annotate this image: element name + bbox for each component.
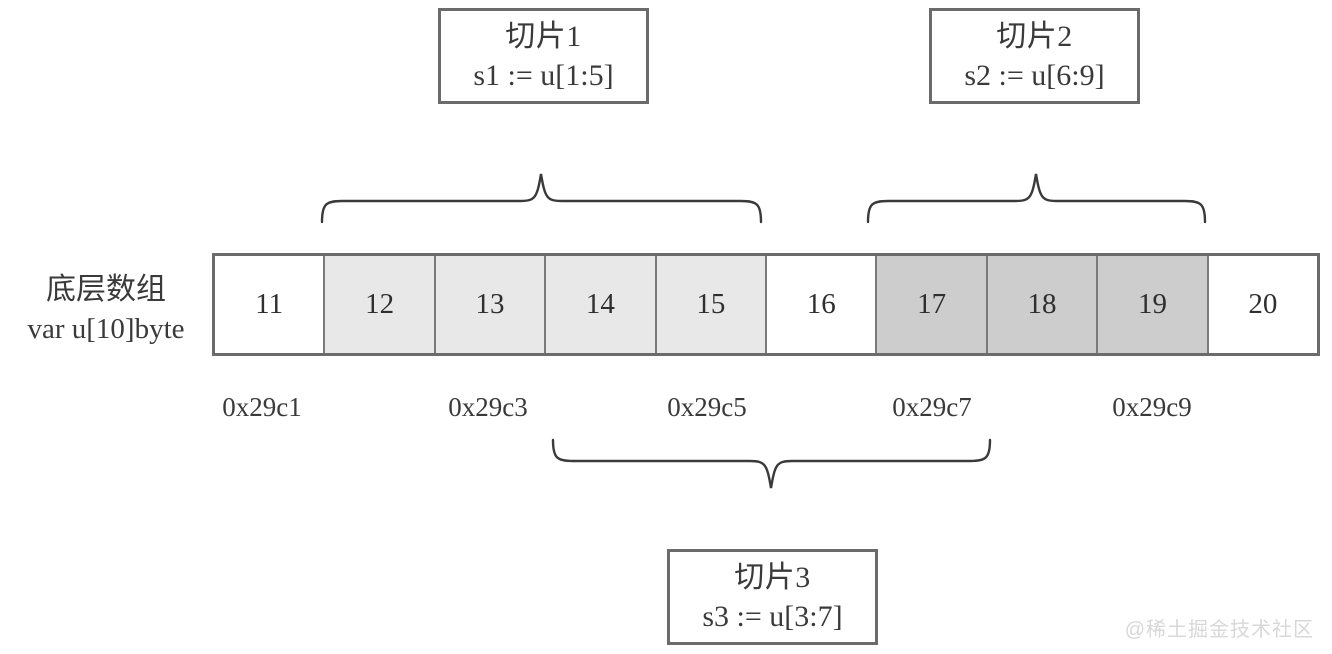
address-label-3: 0x29c7 <box>892 392 972 422</box>
array-label-declaration: var u[10]byte <box>27 312 185 345</box>
slice-box-1-expression: s1 := u[1:5] <box>473 59 614 92</box>
address-label-2: 0x29c5 <box>667 392 747 422</box>
slice-box-2-expression: s2 := u[6:9] <box>964 59 1105 92</box>
array-label-cn: 底层数组 <box>46 273 166 306</box>
array-cell-3: 14 <box>546 256 657 353</box>
address-label-1: 0x29c3 <box>448 392 528 422</box>
array-cell-0: 11 <box>215 256 326 353</box>
address-label-4: 0x29c9 <box>1112 392 1192 422</box>
slice-box-3: 切片3 s3 := u[3:7] <box>667 549 878 645</box>
slice-box-2-title: 切片2 <box>996 19 1073 53</box>
brace-slice-2 <box>866 172 1207 224</box>
array-cell-7: 18 <box>987 256 1099 353</box>
watermark: @稀土掘金技术社区 <box>1124 619 1314 641</box>
slice-box-1-title: 切片1 <box>505 19 582 53</box>
array-cell-5: 16 <box>767 256 878 353</box>
array-label: 底层数组 var u[10]byte <box>8 270 204 348</box>
array-cell-8: 19 <box>1098 256 1209 353</box>
array-cell-6: 17 <box>877 256 988 353</box>
array-cell-1: 12 <box>325 256 436 353</box>
brace-slice-3 <box>551 438 992 490</box>
array-cell-9: 20 <box>1208 256 1318 353</box>
slice-box-1: 切片1 s1 := u[1:5] <box>438 8 649 104</box>
slice-box-3-expression: s3 := u[3:7] <box>702 600 843 633</box>
brace-slice-1 <box>320 172 763 224</box>
underlying-array: 11 12 13 14 15 16 17 18 19 20 <box>212 253 1320 356</box>
address-label-0: 0x29c1 <box>222 392 302 422</box>
slice-box-2: 切片2 s2 := u[6:9] <box>929 8 1140 104</box>
slice-box-3-title: 切片3 <box>734 560 811 594</box>
array-cell-2: 13 <box>435 256 547 353</box>
array-cell-4: 15 <box>656 256 768 353</box>
